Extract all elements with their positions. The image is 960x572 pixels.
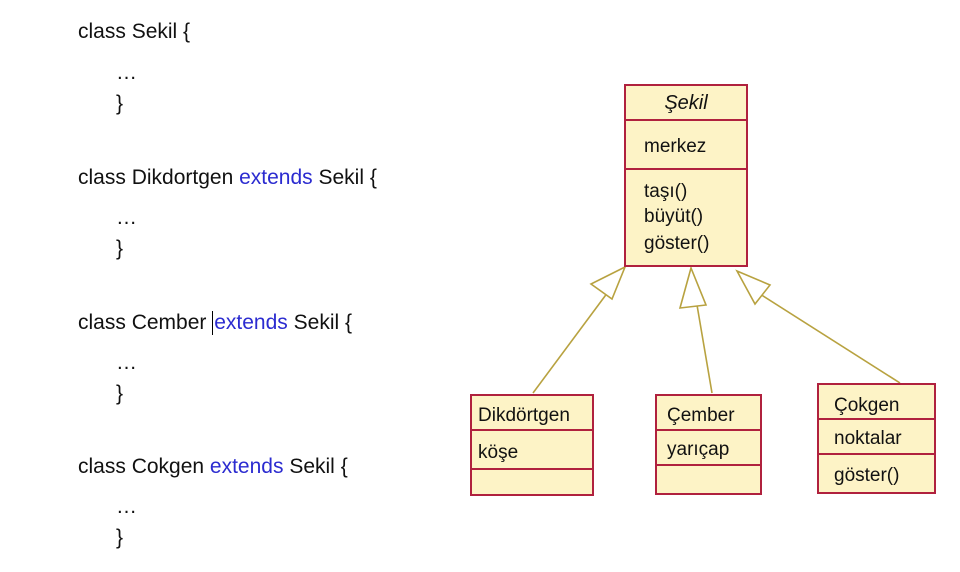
extends-keyword: extends — [214, 311, 288, 334]
class-body: … — [116, 351, 137, 374]
uml-method: büyüt() — [644, 206, 703, 227]
close-brace: } — [116, 382, 124, 405]
parent-class-name: Sekil — [318, 166, 365, 189]
close-brace: } — [116, 92, 124, 115]
uml-attribute: noktalar — [834, 428, 902, 449]
class-keyword: class — [78, 166, 132, 189]
class-name: Cember — [131, 311, 207, 334]
open-brace: { — [334, 455, 348, 478]
uml-attribute: köşe — [478, 442, 518, 463]
class-declaration-dikdortgen: class Dikdortgen extends Sekil { — [78, 165, 377, 191]
class-declaration-sekil: class Sekil { — [78, 19, 190, 45]
class-name: Cokgen — [131, 455, 205, 478]
uml-class-name: Şekil — [664, 92, 708, 114]
uml-attribute: yarıçap — [667, 439, 729, 460]
class-keyword: class — [78, 311, 132, 334]
extends-keyword: extends — [239, 166, 313, 189]
uml-method: göster() — [834, 465, 899, 486]
uml-class-cember: Çember yarıçap — [655, 394, 762, 495]
class-declaration-cokgen: class Cokgen extends Sekil { — [78, 454, 348, 480]
uml-method: göster() — [644, 233, 709, 254]
uml-method: taşı() — [644, 181, 687, 202]
arrow-dikdortgen-to-sekil — [532, 265, 627, 394]
close-brace: } — [116, 526, 124, 549]
class-name: Sekil — [131, 20, 178, 43]
uml-class-name: Dikdörtgen — [478, 405, 570, 426]
parent-class-name: Sekil — [293, 311, 340, 334]
arrow-cokgen-to-sekil — [735, 269, 901, 384]
uml-class-name: Çokgen — [834, 395, 900, 416]
class-body: … — [116, 206, 137, 229]
class-name: Dikdortgen — [131, 166, 234, 189]
uml-class-dikdortgen: Dikdörtgen köşe — [470, 394, 594, 496]
open-brace: { — [364, 166, 377, 189]
class-keyword: class — [78, 20, 132, 43]
class-declaration-cember: class Cember extends Sekil { — [78, 310, 352, 336]
class-body: … — [116, 61, 137, 84]
class-body: … — [116, 495, 137, 518]
uml-attribute: merkez — [644, 136, 706, 157]
uml-class-name: Çember — [667, 405, 735, 426]
text-cursor — [212, 311, 214, 336]
open-brace: { — [339, 311, 353, 334]
extends-keyword: extends — [209, 455, 284, 478]
class-keyword: class — [78, 455, 132, 478]
arrow-cember-to-sekil — [678, 265, 713, 394]
uml-class-sekil: Şekil merkez taşı() büyüt() göster() — [624, 84, 748, 267]
inheritance-arrows — [532, 265, 901, 394]
uml-class-cokgen: Çokgen noktalar göster() — [817, 383, 936, 494]
parent-class-name: Sekil — [289, 455, 335, 478]
open-brace: { — [177, 20, 191, 43]
close-brace: } — [116, 237, 124, 260]
